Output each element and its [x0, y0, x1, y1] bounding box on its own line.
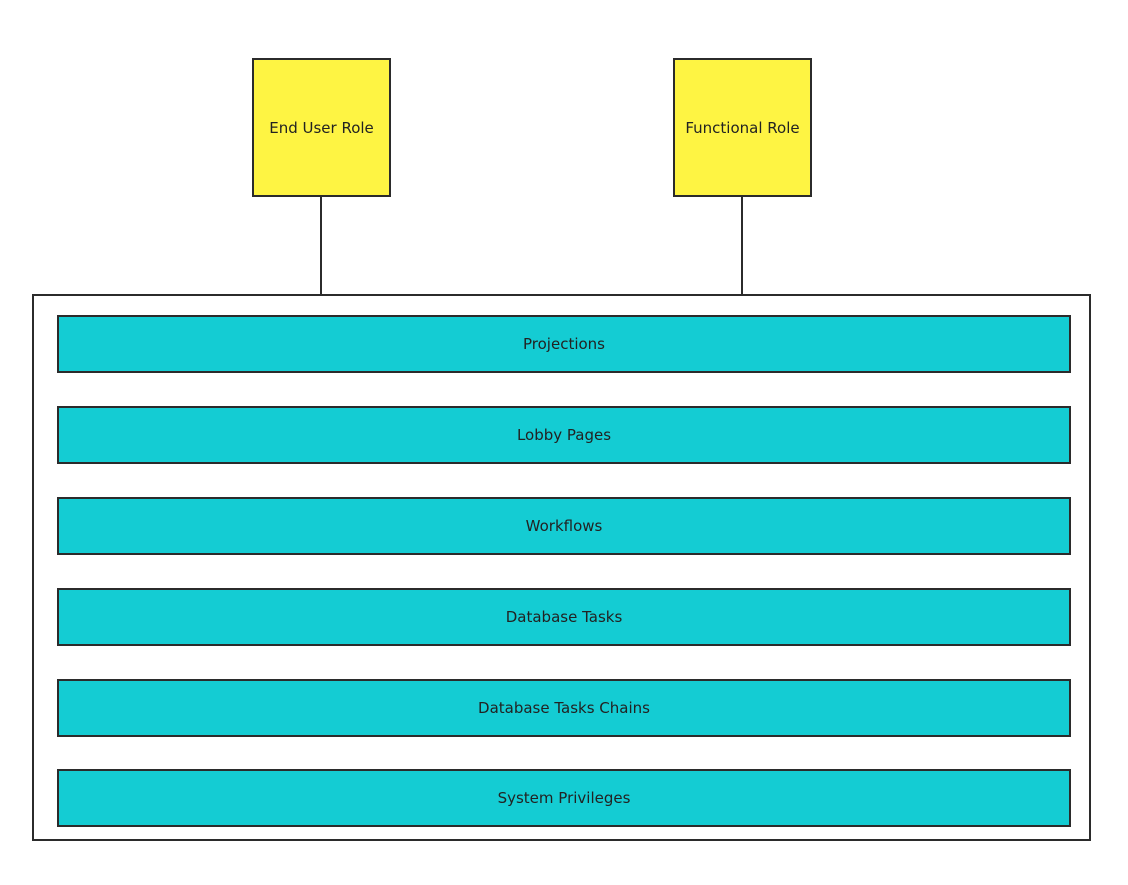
layer-label: Database Tasks Chains	[478, 699, 650, 717]
layer-lobby-pages: Lobby Pages	[57, 406, 1071, 464]
layer-projections: Projections	[57, 315, 1071, 373]
connector-end-user	[320, 197, 322, 296]
role-node-end-user: End User Role	[252, 58, 391, 197]
layer-label: Lobby Pages	[516, 426, 612, 444]
layer-database-tasks: Database Tasks	[57, 588, 1071, 646]
layer-label: Projections	[523, 335, 605, 353]
layer-database-tasks-chains: Database Tasks Chains	[57, 679, 1071, 737]
role-label-functional: Functional Role	[685, 118, 800, 137]
connector-functional	[741, 197, 743, 296]
layer-system-privileges: System Privileges	[57, 769, 1071, 827]
role-label-end-user: End User Role	[269, 118, 374, 137]
permission-set-container	[32, 294, 1091, 841]
role-node-functional: Functional Role	[673, 58, 812, 197]
layer-workflows: Workflows	[57, 497, 1071, 555]
layer-label: Workflows	[525, 517, 603, 535]
layer-label: System Privileges	[497, 789, 631, 807]
layer-label: Database Tasks	[505, 608, 623, 626]
